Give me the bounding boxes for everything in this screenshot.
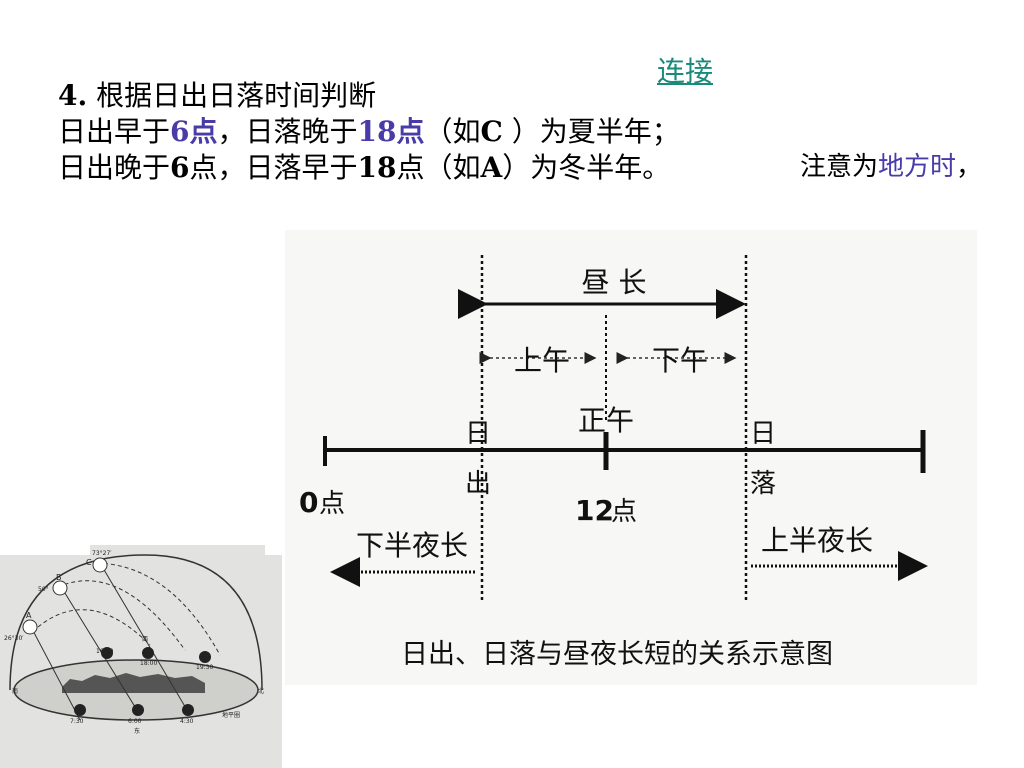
celestial-dome (9, 554, 263, 691)
time-0730: 7:30 (70, 718, 84, 725)
sun-c (92, 557, 108, 573)
local-time-note: 注意为地方时， (800, 146, 982, 183)
heading-sep: . (77, 79, 88, 112)
main-text: 4. 根据日出日落时间判断 日出早于6点，日落晚于18点（如C ）为夏半年； 日… (58, 78, 680, 186)
winter-num-6: 6 (170, 151, 190, 184)
time-0600: 6:00 (128, 718, 142, 725)
time-1630: 16:30 (96, 648, 113, 655)
label-a: A (26, 611, 32, 620)
winter-text-1: 日出晚于 (58, 151, 171, 184)
label-c: C (86, 558, 92, 567)
lower-night-label: 下半夜长 (356, 529, 468, 562)
sun-line-c (99, 562, 191, 716)
summer-text-3: （如 (424, 115, 481, 148)
sun-marker-1 (101, 647, 113, 659)
summer-text-1: 日出早于 (58, 115, 171, 148)
landscape-silhouette (62, 673, 205, 693)
direction-east: 东 (134, 727, 140, 735)
sun-line-a (29, 624, 81, 721)
sun-b (52, 580, 68, 596)
winter-text-2: 点，日落早于 (189, 151, 358, 184)
heading-line: 4. 根据日出日落时间判断 (58, 78, 680, 114)
summer-line: 日出早于6点，日落晚于18点（如C ）为夏半年； (58, 114, 680, 150)
summer-text-2: ，日落晚于 (217, 115, 358, 148)
sunrise-char-1: 日 (465, 419, 491, 449)
sun-path-b (57, 580, 186, 651)
morning-label: 上午 (514, 344, 570, 377)
note-prefix: 注意为 (800, 152, 879, 182)
zero-hour-unit: 点 (319, 489, 345, 519)
heading-title: 根据日出日落时间判断 (96, 79, 377, 112)
time-0430: 4:30 (180, 718, 194, 725)
summer-letter-c: C (480, 115, 503, 148)
direction-south: 南 (12, 687, 18, 695)
upper-night-label: 上半夜长 (761, 524, 873, 557)
sun-marker-5 (132, 704, 144, 716)
sun-marker-4 (74, 704, 86, 716)
sun-marker-2 (142, 647, 154, 659)
angle-b-label: 50° (38, 586, 49, 593)
sun-marker-6 (182, 704, 194, 716)
sun-path-figure: 73°27′ 50° 26°30′ A B C 16:30 18:00 19:3… (0, 545, 282, 768)
label-b: B (56, 573, 62, 582)
winter-line: 日出晚于6点，日落早于18点（如A）为冬半年。 (58, 150, 680, 186)
winter-text-4: ）为冬半年。 (502, 151, 671, 184)
sun-line-b (59, 584, 141, 716)
summer-text-4: ）为夏半年； (502, 115, 680, 148)
time-1930: 19:30 (196, 664, 213, 671)
winter-text-3: 点（如 (396, 151, 481, 184)
summer-highlight-6: 6点 (170, 115, 218, 148)
zero-hour-number: 0 (299, 486, 318, 519)
twelve-hour-unit: 点 (611, 497, 637, 527)
sun-path-a (37, 609, 151, 646)
direction-west: 西 (142, 636, 148, 643)
time-1800: 18:00 (140, 660, 157, 667)
winter-letter-a: A (480, 151, 503, 184)
day-night-diagram: 昼 长 上午 下午 正午 日 出 日 落 0 点 12 点 下半夜长 上半夜长 … (285, 230, 977, 685)
sun-marker-3 (199, 651, 211, 663)
noon-label: 正午 (578, 404, 634, 437)
sunrise-char-2: 出 (465, 469, 491, 499)
angle-c-label: 73°27′ (92, 550, 112, 557)
link-connect[interactable]: 连接 (657, 55, 714, 88)
sunset-char-2: 落 (750, 469, 776, 499)
diagram-caption: 日出、日落与昼夜长短的关系示意图 (401, 639, 833, 670)
direction-north: 北 (258, 687, 264, 695)
daylength-label: 昼 长 (582, 266, 647, 299)
note-suffix: ， (956, 152, 983, 182)
angle-a-label: 26°30′ (4, 635, 24, 642)
heading-number: 4 (58, 79, 78, 112)
winter-num-18: 18 (357, 151, 397, 184)
horizon-label: 地平圈 (222, 711, 240, 719)
summer-highlight-18: 18点 (357, 115, 425, 148)
twelve-hour-number: 12 (575, 494, 614, 527)
sunset-char-1: 日 (750, 419, 776, 449)
sun-path-c (96, 562, 221, 656)
note-highlight: 地方时 (878, 152, 957, 182)
afternoon-label: 下午 (652, 344, 708, 377)
sun-a (22, 619, 38, 635)
